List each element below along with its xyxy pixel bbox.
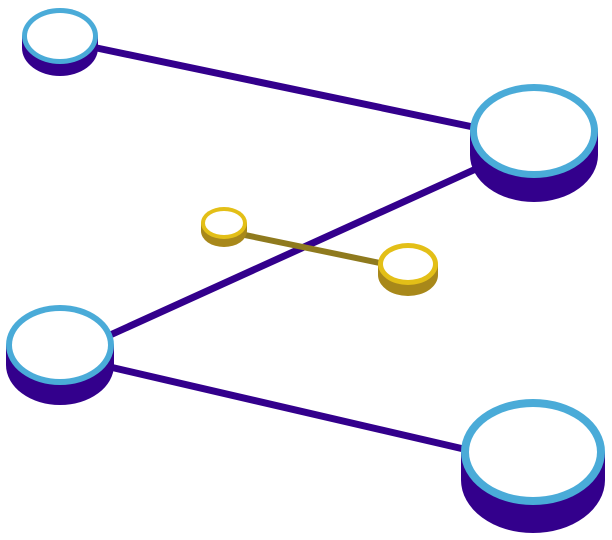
node-gold-right xyxy=(378,243,438,296)
node-blue-mid-left xyxy=(6,305,114,405)
node-face xyxy=(477,91,591,171)
node-face xyxy=(205,211,243,235)
edge-blue-top-left-to-blue-top-right xyxy=(88,43,482,132)
diagram-edges xyxy=(88,43,482,454)
edge-blue-top-right-to-blue-mid-left xyxy=(104,164,482,340)
node-gold-left xyxy=(201,207,247,247)
node-blue-bottom-right xyxy=(461,399,605,533)
node-face xyxy=(27,13,93,59)
diagram-nodes xyxy=(6,8,605,533)
edge-gold-left-to-gold-right xyxy=(237,231,388,267)
edge-blue-mid-left-to-blue-bottom-right xyxy=(106,363,472,454)
node-face xyxy=(469,407,597,497)
node-blue-top-right xyxy=(470,84,598,202)
node-face xyxy=(12,311,108,379)
node-face xyxy=(383,248,433,280)
node-blue-top-left xyxy=(22,8,98,76)
